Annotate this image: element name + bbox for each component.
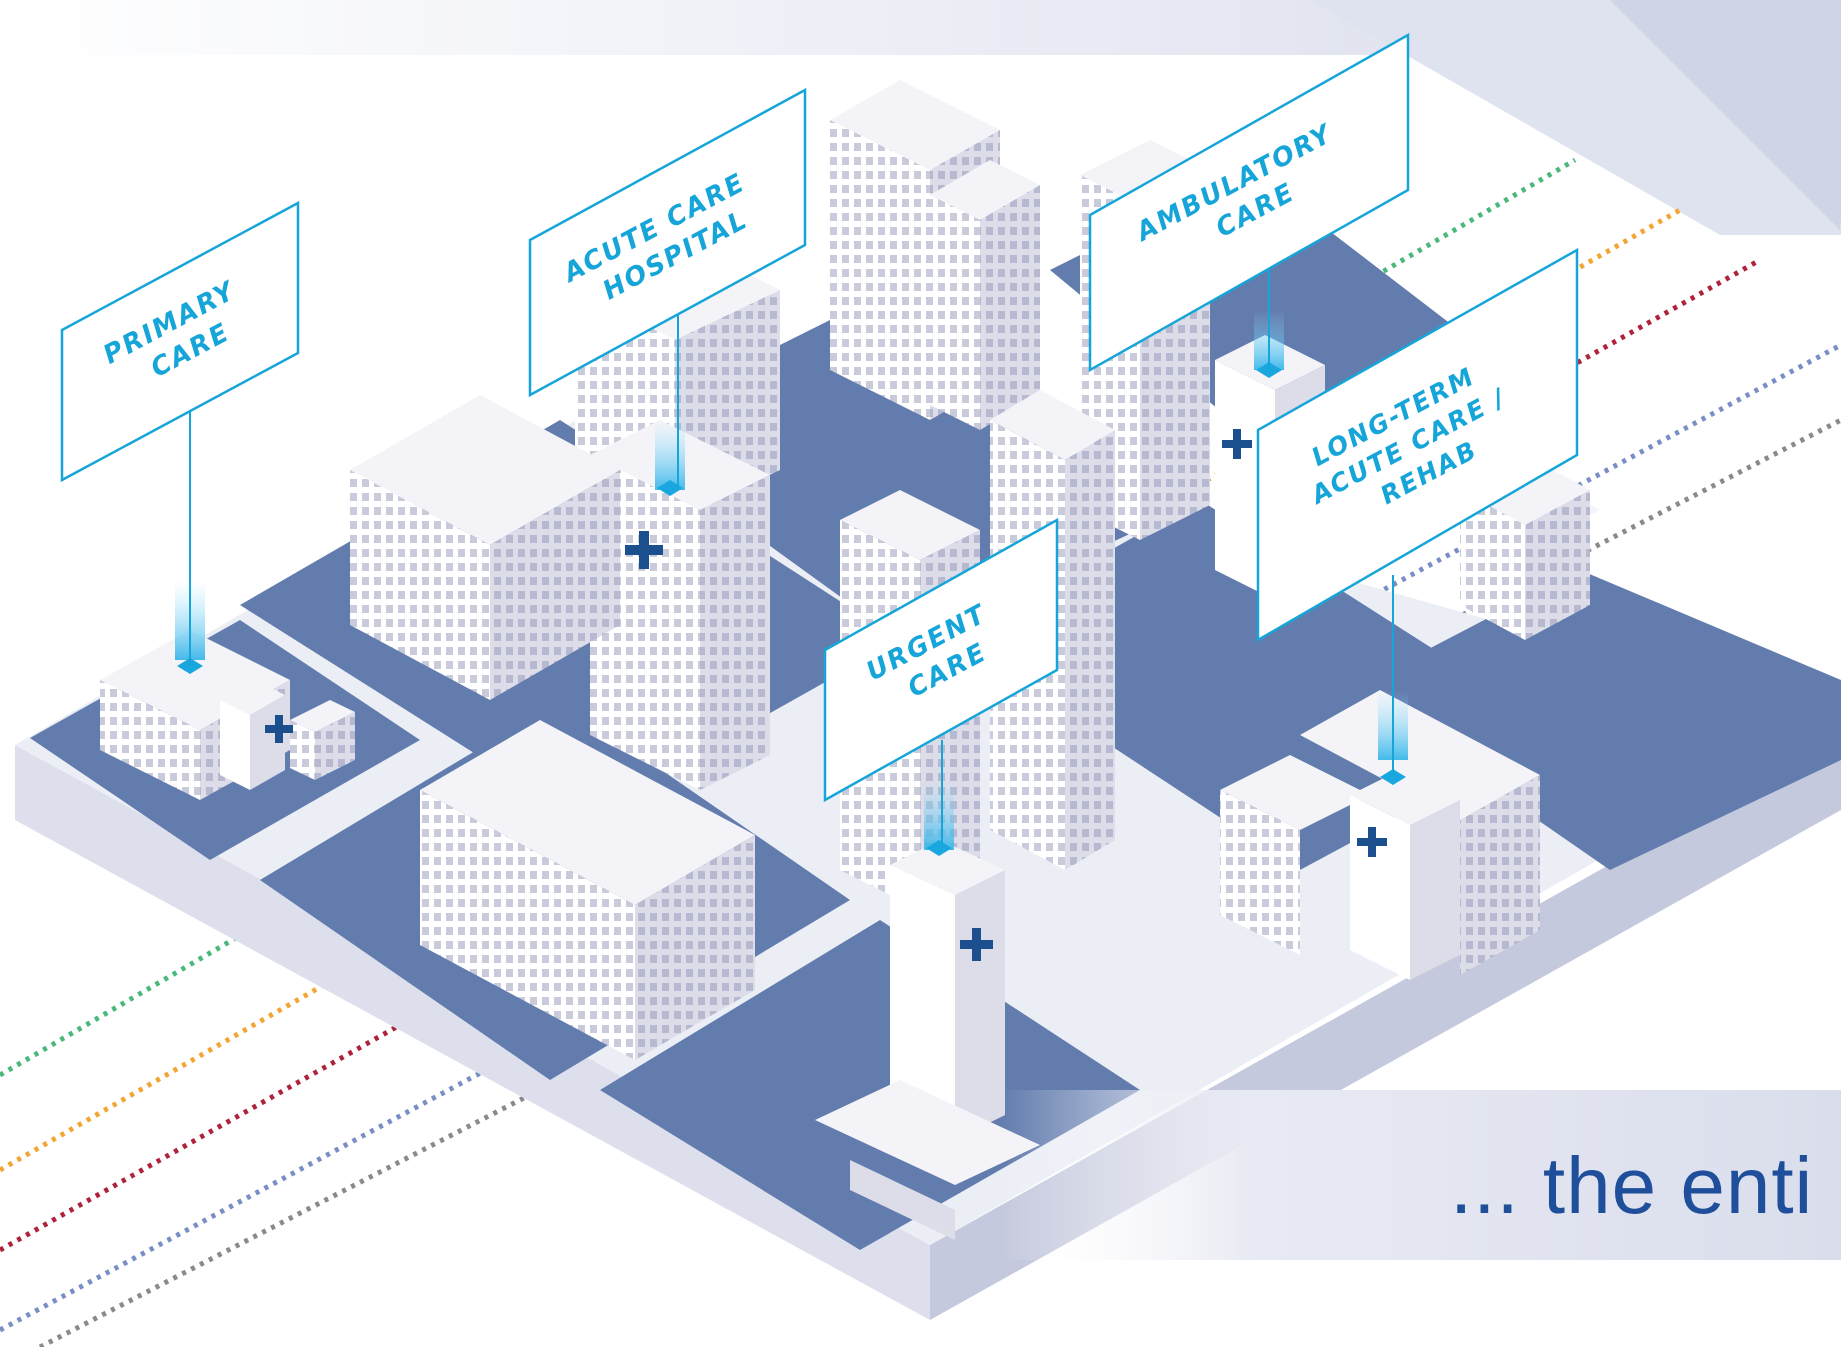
- sign-urgent-care: URGENT CARE: [823, 517, 1059, 803]
- caption-band: [1000, 1090, 1841, 1260]
- building-urgent: [815, 840, 1040, 1240]
- caption-text: ... the enti: [1450, 1141, 1814, 1230]
- sign-long-term-care: LONG-TERM ACUTE CARE / REHAB: [1256, 247, 1579, 643]
- building-left-block: [350, 395, 620, 700]
- building-longterm: [1220, 690, 1540, 980]
- sign-acute-care-hospital: ACUTE CARE HOSPITAL: [528, 87, 807, 398]
- tower-back-center: [830, 80, 1040, 430]
- sign-ambulatory-care: AMBULATORY CARE: [1088, 32, 1410, 373]
- building-front-left: [420, 720, 755, 1060]
- sign-poles: [189, 268, 1394, 848]
- location-pin-icon: [175, 310, 1408, 856]
- background-band-top: [0, 0, 1841, 235]
- sign-primary-care: PRIMARY CARE: [60, 200, 300, 483]
- building-primary-care: [100, 630, 355, 800]
- medical-cross-icon: [265, 429, 1387, 961]
